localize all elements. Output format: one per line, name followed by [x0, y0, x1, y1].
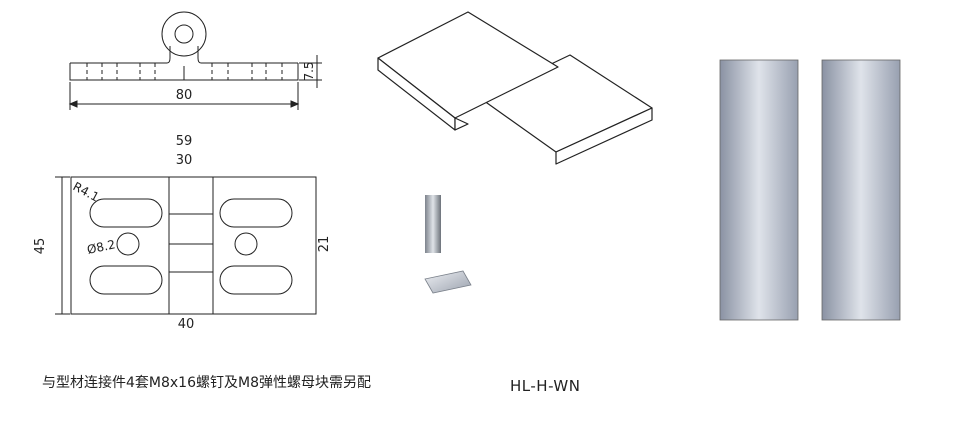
dimension-7-5: [299, 55, 322, 88]
technical-drawing: 80 7.5 59 30 45 R4.1 Ø8.2 21 40: [33, 11, 332, 332]
dim-80-label: 80: [176, 88, 193, 103]
caption-model-code: HL-H-WN: [510, 377, 581, 395]
dim-21-label: 21: [317, 236, 332, 253]
tnut: [424, 270, 472, 294]
dim-7-5-label: 7.5: [302, 61, 316, 80]
hinge-side-view: [69, 11, 299, 81]
screws-and-nuts: [424, 195, 472, 294]
dim-hole-label: Ø8.2: [86, 237, 117, 257]
dimension-80: [68, 82, 300, 110]
dim-40-label: 40: [178, 317, 195, 332]
screw: [425, 195, 441, 253]
hinge-plan-view: [55, 176, 317, 315]
dim-59-label: 59: [176, 134, 193, 149]
caption-fastener-note: 与型材连接件4套M8x16螺钉及M8弹性螺母块需另配: [42, 375, 371, 391]
profile-assembly-render: [719, 59, 901, 321]
hinge-3d-line-art: [377, 11, 653, 165]
dim-45-label: 45: [33, 238, 48, 255]
dim-r41-label: R4.1: [71, 179, 102, 204]
dim-30-label: 30: [176, 153, 193, 168]
